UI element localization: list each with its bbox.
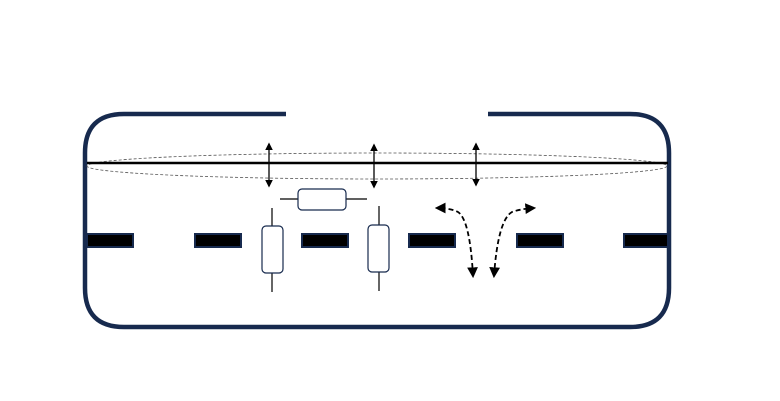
- curved-dashed-arrows: [434, 202, 537, 279]
- segment-1: [86, 233, 134, 248]
- curved-arrow-right: [489, 203, 537, 279]
- segment-2: [194, 233, 242, 248]
- segment-6: [623, 233, 669, 248]
- resistor-horizontal: [280, 188, 367, 211]
- container-outline: [82, 111, 672, 330]
- segment-3: [301, 233, 349, 248]
- vertical-arrows: [265, 142, 480, 189]
- resistor-vertical-1: [261, 208, 284, 292]
- curved-arrow-left: [434, 202, 478, 279]
- resistor-vertical-2: [367, 206, 390, 291]
- dashed-ellipse: [86, 152, 668, 180]
- segment-5: [516, 233, 564, 248]
- segment-4: [408, 233, 456, 248]
